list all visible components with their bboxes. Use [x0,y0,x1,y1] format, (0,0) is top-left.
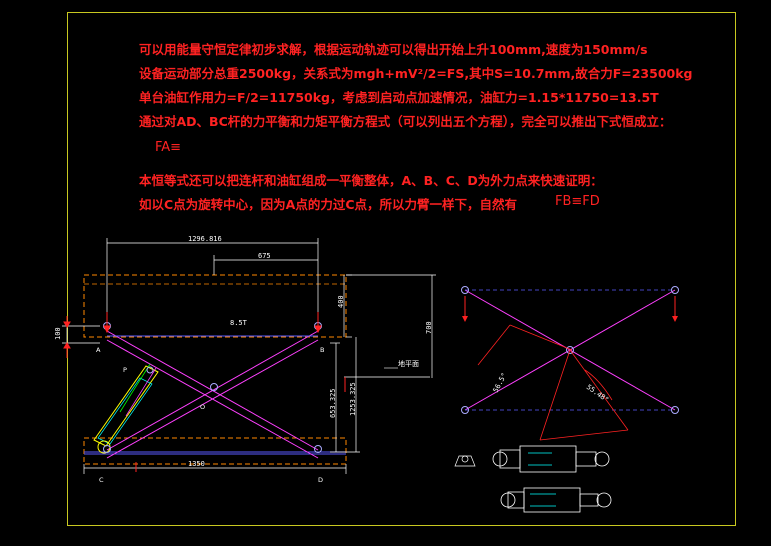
cylinder-detail-2 [500,487,612,513]
pivot-c [103,445,111,453]
angle-2: 55.48° [585,383,610,404]
dim-ground-label: 地平面 [398,359,419,368]
text-line-6: 如以C点为旋转中心，因为A点的力过C点，所以力臂一样下，自然有 [139,197,518,212]
dimension-lines [62,238,436,474]
dim-height-400: 400 [337,295,345,308]
text-line-2: 设备运动部分总重2500kg，关系式为mgh+mV²/2=FS,其中S=10.7… [139,66,693,81]
formula-fb-fd: FB≡FD [555,194,600,209]
lower-base [83,437,347,465]
dim-h-1253: 1253.325 [349,382,357,416]
pivot-d [314,445,322,453]
drawing-frame [67,12,736,526]
text-line-4: 通过对AD、BC杆的力平衡和力矩平衡方程式（可以列出五个方程），完全可以推出下式… [139,114,672,129]
dim-bottom-width: 1350 [188,460,205,468]
dim-top-width: 1296.816 [188,235,222,243]
force-diagram [461,286,679,441]
dim-load: 8.5T [230,319,248,327]
label-d: D [318,476,323,484]
label-p: P [123,366,127,374]
bracket-icon [454,455,476,467]
angle-1: 56.5° [492,372,509,394]
label-c: C [99,476,104,484]
cylinder-detail-1 [492,445,610,473]
force-arrows [63,312,346,472]
dim-h-653: 653.325 [329,388,337,418]
dim-left-100: 100 [54,327,62,340]
label-b: B [320,346,324,354]
text-line-3: 单台油缸作用力=F/2=11750kg，考虑到启动点加速情况，油缸力=1.15*… [139,90,659,105]
formula-fa: FA≡ [155,140,182,155]
pivot-p [146,366,154,374]
label-a: A [96,346,101,354]
dim-height-700: 700 [425,321,433,334]
text-line-1: 可以用能量守恒定律初步求解，根据运动轨迹可以得出开始上升100mm,速度为150… [139,42,648,57]
label-o: O [200,403,205,411]
pivot-o [210,383,218,391]
text-line-5: 本恒等式还可以把连杆和油缸组成一平衡整体，A、B、C、D为外力点来快速证明： [139,173,603,188]
dim-mid-width: 675 [258,252,271,260]
upper-platform [83,274,347,338]
hydraulic-cylinder [93,363,159,454]
